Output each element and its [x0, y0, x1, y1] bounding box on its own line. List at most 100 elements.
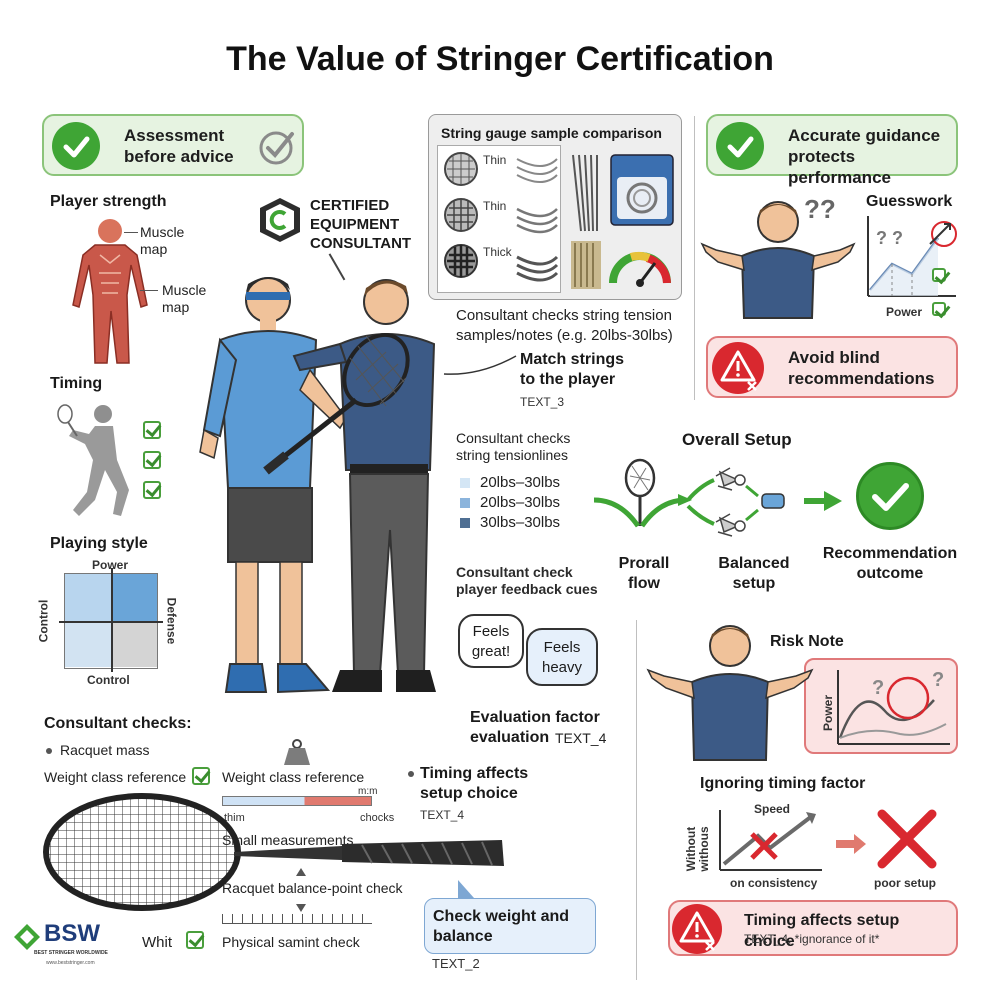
match-strings-label: Match strings to the player	[520, 351, 625, 388]
scale-left-label: thim	[224, 812, 245, 824]
timing-warning-text: Timing affects setup choice	[744, 912, 900, 950]
string-package-icon	[610, 154, 674, 226]
tension-swatch-dark	[460, 518, 470, 528]
playing-style-quadrant	[59, 568, 163, 672]
bubble-feels-heavy: Feels heavy	[526, 628, 598, 686]
gauge-thick-label: Thick	[483, 245, 512, 259]
string-thin-icon	[444, 152, 478, 186]
string-thin-icon	[444, 198, 478, 232]
divider	[636, 620, 637, 980]
string-thick-icon	[444, 244, 478, 278]
ruler	[222, 914, 372, 924]
speed-label: Speed	[754, 802, 791, 816]
feedback-title: Consultant check player feedback cues	[456, 564, 598, 597]
risk-chart-icon: ? ?	[837, 669, 950, 745]
certified-badge-label: CERTIFIED EQUIPMENT CONSULTANT	[310, 197, 412, 252]
check-weight-callout: Check weight and balance	[424, 898, 596, 954]
triangle-marker-icon	[296, 868, 306, 876]
gauge-thin-label-2: Thin	[483, 199, 507, 213]
consultant-checks-label: Consultant checks:	[44, 715, 192, 732]
outcome-check-icon	[856, 462, 924, 530]
racquet-icon	[43, 793, 504, 911]
balance-point-label: Racquet balance-point check	[222, 880, 403, 896]
muscle-map-label-2: Muscle map	[162, 282, 207, 315]
string-gauge-panel: String gauge sample comparison Thin Thin…	[428, 114, 682, 300]
check-circle-icon	[716, 122, 764, 170]
checkbox-icon	[143, 481, 161, 499]
certified-badge-icon	[260, 198, 300, 242]
timing-warning-subtext: TEXT_4, *ignorance of it*	[744, 932, 880, 946]
assessment-text: Assessment before advice	[124, 126, 234, 166]
bullet-dot	[408, 771, 414, 777]
avoid-blind-card: Avoid blind recommendations	[706, 336, 958, 398]
playing-style-label: Playing style	[50, 535, 148, 552]
text4-label: TEXT_4	[420, 808, 465, 822]
weight-class-ref-label-2: Weight class reference	[222, 769, 365, 785]
without-label: Without withous	[684, 826, 711, 872]
avoid-blind-text: Avoid blind recommendations	[788, 348, 935, 388]
warning-circle-icon	[672, 904, 722, 954]
weight-icon	[284, 739, 310, 765]
small-measurements-label: Small measurements	[222, 832, 354, 848]
tension-swatch-mid	[460, 498, 470, 508]
muscle-figure-icon	[72, 219, 148, 364]
risk-person-icon	[646, 625, 814, 761]
muscle-map-label-1: Muscle map	[140, 224, 185, 257]
text2-label: TEXT_2	[432, 956, 480, 971]
logo-subtitle: BEST STRINGER WORLDWIDE	[34, 950, 108, 956]
balanced-setup-label: Balanced setup	[718, 555, 790, 592]
recommendation-outcome-label: Recommendation outcome	[822, 545, 958, 582]
timing-affects-label: Timing affects setup choice	[420, 765, 529, 802]
pointer-curve	[443, 355, 517, 375]
tension-gauge-icon	[609, 251, 671, 287]
quadrant-left-label: Control	[36, 599, 51, 643]
player-strength-label: Player strength	[50, 193, 167, 210]
gauge-title: String gauge sample comparison	[441, 125, 662, 141]
scale-unit-label: m:m	[358, 786, 378, 797]
tension-lines-title: Consultant checks string tensionlines	[456, 430, 571, 463]
scale-right-label: chocks	[360, 812, 395, 824]
triangle-marker-icon	[296, 904, 306, 912]
overall-setup-label: Overall Setup	[682, 430, 792, 449]
checkbox-icon	[932, 302, 946, 316]
accurate-guidance-card: Accurate guidance protects performance	[706, 114, 958, 187]
whit-label: Whit	[142, 934, 172, 951]
logo-url: www.beststringer.com	[46, 960, 95, 966]
tension-swatch-light	[460, 478, 470, 488]
checkbox-icon	[186, 931, 204, 949]
weight-scale-bar	[222, 796, 372, 806]
weight-class-ref-label-1: Weight class reference	[44, 769, 187, 785]
quadrant-right-label: Defense	[164, 597, 179, 645]
tension-item-3: 30lbs–30lbs	[480, 514, 561, 531]
players-illustration	[199, 277, 436, 694]
proroll-flow-label: Prorall flow	[618, 555, 670, 592]
racquet-mass-label: Racquet mass	[60, 742, 150, 758]
gauge-thin-label-1: Thin	[483, 153, 507, 167]
warning-circle-icon	[712, 342, 764, 394]
eval-factor-label: Evaluation factor	[470, 709, 600, 726]
ignoring-timing-label: Ignoring timing factor	[700, 775, 866, 792]
string-strands-icon	[516, 158, 559, 282]
checkbox-icon	[932, 268, 946, 282]
setup-flow-diagram	[593, 458, 842, 537]
assessment-card: Assessment before advice	[42, 114, 304, 176]
check-weight-label: Check weight and balance	[433, 908, 570, 945]
tension-note: Consultant checks string tension samples…	[456, 307, 673, 344]
checkbox-icon	[192, 767, 210, 785]
logo-text: BSW	[44, 920, 100, 947]
quadrant-bottom-label: Control	[87, 673, 130, 687]
bullet-dot	[46, 748, 52, 754]
checkbox-icon	[143, 421, 161, 439]
bubble-feels-great: Feels great!	[458, 614, 524, 668]
callout-tail	[458, 880, 474, 898]
bsw-logo: BSW BEST STRINGER WORLDWIDE www.beststri…	[10, 918, 110, 978]
checkbox-icon	[143, 451, 161, 469]
svg-text:? ?: ? ?	[876, 228, 903, 248]
timing-label: Timing	[50, 375, 103, 392]
guesswork-label: Guesswork	[866, 193, 953, 210]
svg-text:?: ?	[872, 677, 884, 699]
eval-line2-bold: evaluation	[470, 729, 550, 746]
power-label: Power	[886, 305, 923, 319]
eval-line2-text: TEXT_4	[555, 730, 607, 746]
check-circle-icon	[52, 122, 100, 170]
